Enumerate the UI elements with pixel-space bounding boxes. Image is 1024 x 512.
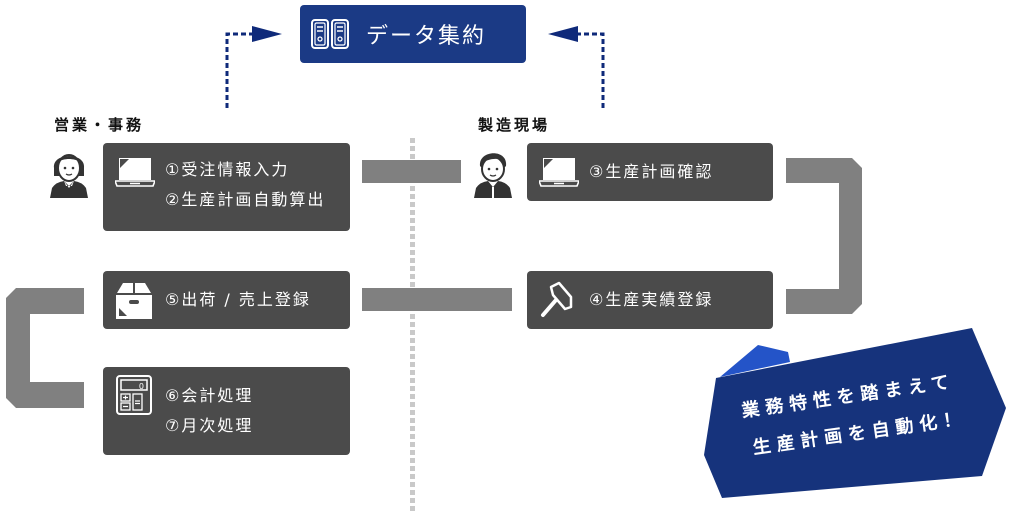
left-bracket-connector [6,288,84,408]
divider-dot [410,354,415,359]
header-title: データ集約 [366,24,487,49]
step-5-label: ⑤出荷 / 売上登録 [165,290,311,309]
divider-dot [410,442,415,447]
divider-dot [410,370,415,375]
left-dashed-arrow [225,26,282,108]
svg-text:0: 0 [139,382,144,391]
divider-dot [410,250,415,255]
step-1-label: ①受注情報入力 [165,160,290,179]
divider-dot [410,394,415,399]
connector-record-to-shipping [362,288,512,311]
divider-dot [410,410,415,415]
divider-dot [410,330,415,335]
divider-dot [410,186,415,191]
divider-dot [410,506,415,511]
divider-dot [410,434,415,439]
divider-dot [410,418,415,423]
step-accounting-lines: ⑥会計処理 ⑦月次処理 [165,381,253,441]
divider-dot [410,266,415,271]
step-shipping-lines: ⑤出荷 / 売上登録 [165,285,311,315]
step-accounting-box: 0 ⑥会計処理 ⑦月次処理 [103,367,350,455]
step-production-record-lines: ④生産実績登録 [589,285,713,315]
step-4-label: ④生産実績登録 [589,290,714,309]
divider-dot [410,194,415,199]
divider-dot [410,242,415,247]
sales-dept-label: 営業・事務 [54,116,145,134]
divider-dot [410,138,415,143]
divider-dot [410,154,415,159]
step-6-label: ⑥会計処理 [165,386,254,405]
male-staff-avatar [474,153,512,198]
divider-dot [410,490,415,495]
divider-dot [410,202,415,207]
divider-dot [410,466,415,471]
divider-dot [410,346,415,351]
laptop-icon [115,158,155,187]
step-plan-confirm-box: ③生産計画確認 [527,143,773,201]
laptop-icon [539,158,579,187]
step-order-entry-box: ①受注情報入力 ②生産計画自動算出 [103,143,350,231]
divider-dot [410,386,415,391]
callout-banner-shape [704,328,1006,498]
divider-dot [410,146,415,151]
divider-dot [410,234,415,239]
divider-dot [410,322,415,327]
right-bracket-connector [786,158,862,314]
right-dashed-arrow [548,26,605,108]
divider-dot [410,218,415,223]
step-2-label: ②生産計画自動算出 [165,190,326,209]
box-icon [116,283,152,319]
connector-order-to-plan [362,160,461,183]
step-3-label: ③生産計画確認 [589,162,714,181]
divider-dot [410,426,415,431]
divider-dot [410,378,415,383]
step-plan-confirm-lines: ③生産計画確認 [589,157,713,187]
divider-dot [410,314,415,319]
step-shipping-box: ⑤出荷 / 売上登録 [103,271,350,329]
divider-dot [410,338,415,343]
divider-dot [410,450,415,455]
divider-dot [410,458,415,463]
female-staff-avatar [50,154,88,198]
divider-dot [410,362,415,367]
step-production-record-box: ④生産実績登録 [527,271,773,329]
divider-dot [410,482,415,487]
hammer-icon [541,281,573,317]
divider-dot [410,258,415,263]
divider-dot [410,210,415,215]
divider-dot [410,498,415,503]
divider-dot [410,226,415,231]
step-order-entry-lines: ①受注情報入力 ②生産計画自動算出 [165,155,325,215]
divider-dot [410,402,415,407]
data-aggregation-header: データ集約 [300,5,526,63]
calculator-icon: 0 [116,375,152,415]
divider-dot [410,282,415,287]
divider-dot [410,274,415,279]
flow-arrows [225,26,605,108]
divider-dot [410,474,415,479]
step-7-label: ⑦月次処理 [165,416,254,435]
server-icon [311,19,349,49]
factory-dept-label: 製造現場 [478,116,551,134]
